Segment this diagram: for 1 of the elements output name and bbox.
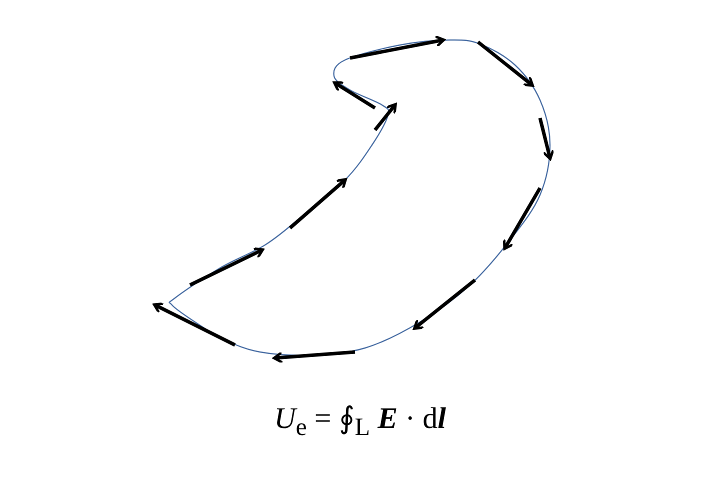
circulation-formula: U$_{e}$ = ∮$_{L}$ E · dl <box>273 401 447 442</box>
